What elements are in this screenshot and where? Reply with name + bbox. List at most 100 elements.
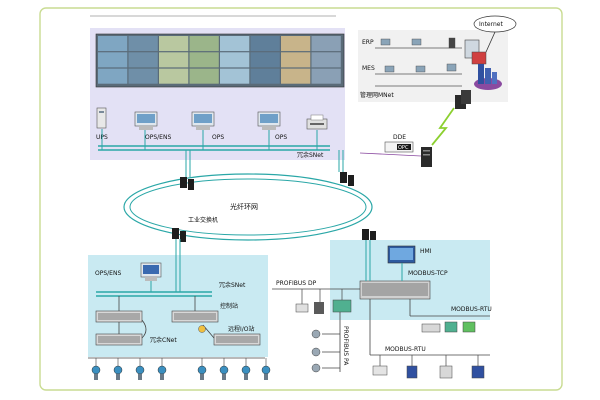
video-wall-screen (189, 36, 219, 52)
video-wall-screen (98, 36, 128, 52)
field-instrument-icon (372, 365, 485, 379)
plc-rack-icon (359, 280, 431, 300)
field-instrument-icon (261, 365, 271, 375)
video-wall-screen (281, 36, 311, 52)
erp-nodes (380, 37, 456, 49)
redundant-cnet-label: 冗余CNet (150, 336, 177, 344)
modbus-rtu-bottom-drops (379, 355, 479, 366)
workstation-icon (191, 111, 215, 130)
lightning-icon (431, 107, 455, 146)
plc-rack-icon (213, 333, 261, 346)
industrial-switch-label: 工业交换机 (188, 216, 218, 224)
video-wall-icon (95, 33, 345, 88)
instrument-stem (138, 374, 142, 380)
server-icon: OPC (384, 141, 414, 153)
top-drops (101, 129, 318, 150)
video-wall-screen (220, 36, 250, 52)
video-wall-screen (128, 68, 158, 84)
video-wall-screen (281, 68, 311, 84)
profibus-dp-label: PROFIBUS DP (276, 280, 317, 287)
field-instrument-icon (295, 302, 324, 314)
mgmt-net-label: 管理网MNet (360, 91, 394, 99)
remote-io-label: 远程I/O站 (228, 325, 255, 333)
field-instrument-icon (311, 329, 321, 373)
hmi-label: HMI (420, 248, 432, 255)
video-wall-screen (250, 52, 280, 68)
opc-link (359, 152, 422, 157)
plc-rack-icon (95, 333, 143, 346)
field-instrument-icon (197, 365, 207, 375)
video-wall-screen (159, 36, 189, 52)
ups-icon (96, 107, 107, 129)
plc-rack-icon (332, 299, 352, 313)
modbus-tcp-label: MODBUS-TCP (408, 270, 448, 277)
instrument-stem (116, 374, 120, 380)
field-instrument-icon (113, 365, 123, 375)
video-wall-screen (189, 52, 219, 68)
field-instrument-icon (241, 365, 251, 375)
video-wall-screen (250, 68, 280, 84)
ops-ens-bottom-label: OPS/ENS (95, 270, 121, 277)
printer-icon (306, 114, 328, 130)
video-wall-screen (220, 68, 250, 84)
video-wall-screen (159, 52, 189, 68)
workstation-icon (140, 262, 162, 281)
profibus-pa-drops (322, 333, 340, 369)
field-instrument-icon (157, 365, 167, 375)
connector-icon (198, 325, 206, 333)
outer-frame (39, 7, 563, 391)
video-wall-screen (159, 68, 189, 84)
plc-rack-icon (95, 310, 143, 323)
mes-nodes (384, 63, 457, 73)
video-wall-screen (311, 68, 341, 84)
router-icon (464, 39, 502, 90)
instrument-stem (200, 374, 204, 380)
instrument-stem (160, 374, 164, 380)
video-wall-screen (311, 36, 341, 52)
field-instrument-icon (421, 321, 476, 333)
video-wall-screen (311, 52, 341, 68)
instrument-stem (94, 374, 98, 380)
server-icon (421, 147, 432, 167)
workstation-icon (257, 111, 281, 130)
erp-label: ERP (362, 39, 374, 46)
redundant-snet-top-label: 冗余SNet (297, 151, 324, 159)
uplinks-top (185, 150, 344, 177)
modbus-rtu-right-label: MODBUS-RTU (451, 306, 492, 313)
video-wall-screen (128, 36, 158, 52)
cloud-icon: Internet (473, 15, 517, 33)
field-instrument-group (91, 358, 271, 380)
video-wall-screen (250, 36, 280, 52)
video-wall-screen (220, 52, 250, 68)
video-wall-screen (98, 52, 128, 68)
instrument-stem (244, 374, 248, 380)
video-wall-screen (98, 68, 128, 84)
fiber-ring-inner (129, 178, 367, 236)
field-instrument-icon (219, 365, 229, 375)
hmi-panel-icon (387, 245, 416, 264)
bottom-uplinks (150, 239, 181, 292)
ops-ens-top-label: OPS/ENS (145, 134, 171, 141)
internet-label: Internet (479, 21, 503, 28)
workstation-icon (134, 111, 158, 130)
dde-label: DDE (393, 134, 406, 141)
internet-link (485, 31, 496, 53)
server-icon (455, 90, 471, 109)
fiber-ring-outer (123, 173, 373, 241)
control-station-label: 控制站 (220, 302, 238, 310)
instrument-stem (264, 374, 268, 380)
field-instrument-icon (135, 365, 145, 375)
fiber-ring-label: 光纤环网 (230, 202, 258, 211)
ops-2-label: OPS (275, 134, 287, 141)
profibus-pa-label: PROFIBUS PA (342, 326, 349, 366)
field-instrument-icon (91, 365, 101, 375)
video-wall-screen (128, 52, 158, 68)
modbus-rtu-bottom-label: MODBUS-RTU (385, 346, 426, 353)
right-uplinks (365, 240, 403, 281)
ops-1-label: OPS (212, 134, 224, 141)
profibus-dp-drops (301, 289, 343, 304)
plc-rack-icon (171, 310, 219, 323)
video-wall-screen (189, 68, 219, 84)
